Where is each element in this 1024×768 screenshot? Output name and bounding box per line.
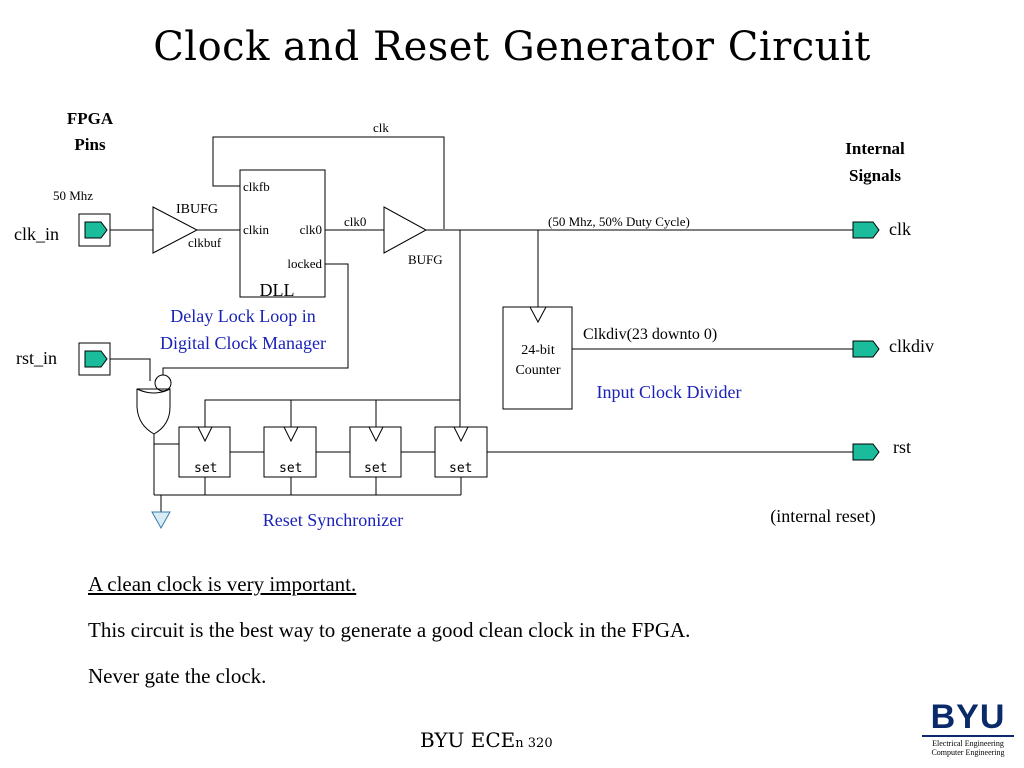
ff-clock-icon <box>283 426 299 443</box>
sync-caption: Reset Synchronizer <box>263 510 403 530</box>
internal-signals-heading-1: Internal <box>845 139 905 158</box>
ff-clock-icon <box>368 426 384 443</box>
dll-caption-1: Delay Lock Loop in <box>170 306 315 326</box>
clk-out-label: clk <box>889 219 911 239</box>
clk0-net-label: clk0 <box>344 214 366 229</box>
fpga-pins-heading-1: FPGA <box>67 109 114 128</box>
fpga-pins-heading-2: Pins <box>74 135 106 154</box>
flip-flop-1: set <box>178 426 231 478</box>
note-item-2: This circuit is the best way to generate… <box>88 618 691 642</box>
ff-set-label: set <box>449 461 472 476</box>
flip-flop-4: set <box>434 426 488 478</box>
rst-in-label: rst_in <box>16 348 57 368</box>
footer-small-text: n 320 <box>515 736 553 751</box>
clk-in-pin-icon <box>84 221 108 239</box>
dll-locked-port: locked <box>287 256 322 271</box>
feedback-clk-label: clk <box>373 120 389 135</box>
counter-clock-icon <box>529 306 547 324</box>
ibufg-label: IBUFG <box>176 202 218 217</box>
note-item-1: A clean clock is very important. <box>88 572 357 596</box>
divider-caption: Input Clock Divider <box>597 382 742 402</box>
internal-signals-heading-2: Signals <box>849 166 901 185</box>
ff-set-label: set <box>194 461 217 476</box>
flip-flop-2: set <box>263 426 317 478</box>
ff-clock-icon <box>197 426 213 443</box>
flip-flop-3: set <box>349 426 402 478</box>
clkdiv-out-label: clkdiv <box>889 336 934 356</box>
rst-out-label: rst <box>893 437 911 457</box>
dll-block <box>239 169 326 298</box>
dll-caption-2: Digital Clock Manager <box>160 333 326 353</box>
rst-out-pin-icon <box>852 443 880 461</box>
ff-set-label: set <box>279 461 302 476</box>
or-gate-icon <box>136 388 171 435</box>
dll-clk0-port: clk0 <box>300 222 322 237</box>
counter-block <box>502 306 573 410</box>
footer-main-text: BYU ECE <box>420 728 516 752</box>
inversion-bubble-icon <box>154 374 172 392</box>
clk-out-pin-icon <box>852 221 880 239</box>
clkdiv-out-pin-icon <box>852 340 880 358</box>
logo-divider <box>922 735 1014 737</box>
dll-clkin-port: clkin <box>243 222 269 237</box>
byu-logo: BYU Electrical Engineering Computer Engi… <box>920 700 1016 757</box>
page-title: Clock and Reset Generator Circuit <box>153 24 871 70</box>
logo-department-1: Electrical Engineering <box>932 739 1004 748</box>
internal-reset-note: (internal reset) <box>770 506 875 527</box>
counter-label-1: 24-bit <box>521 343 555 358</box>
rst-in-pin-icon <box>84 350 108 368</box>
input-frequency-label: 50 Mhz <box>53 188 93 203</box>
ibufg-buffer-icon <box>152 206 199 254</box>
bufg-label: BUFG <box>408 252 443 267</box>
ff-clock-icon <box>453 426 469 443</box>
dll-name: DLL <box>260 280 295 300</box>
logo-department-2: Computer Engineering <box>931 748 1005 757</box>
ground-icon <box>151 511 171 530</box>
logo-wordmark: BYU <box>930 698 1006 736</box>
bufg-buffer-icon <box>383 206 428 254</box>
ff-set-label: set <box>364 461 387 476</box>
footer-course: BYU ECEn 320 <box>420 728 553 752</box>
dll-clkfb-port: clkfb <box>243 179 270 194</box>
clkdiv-bus-label: Clkdiv(23 downto 0) <box>583 326 717 343</box>
note-item-3: Never gate the clock. <box>88 664 267 688</box>
clkbuf-net-label: clkbuf <box>188 235 222 250</box>
clk-in-label: clk_in <box>14 224 59 244</box>
notes-list: A clean clock is very important. This ci… <box>88 572 690 710</box>
clk-spec-note: (50 Mhz, 50% Duty Cycle) <box>548 214 690 229</box>
counter-label-2: Counter <box>515 363 560 378</box>
